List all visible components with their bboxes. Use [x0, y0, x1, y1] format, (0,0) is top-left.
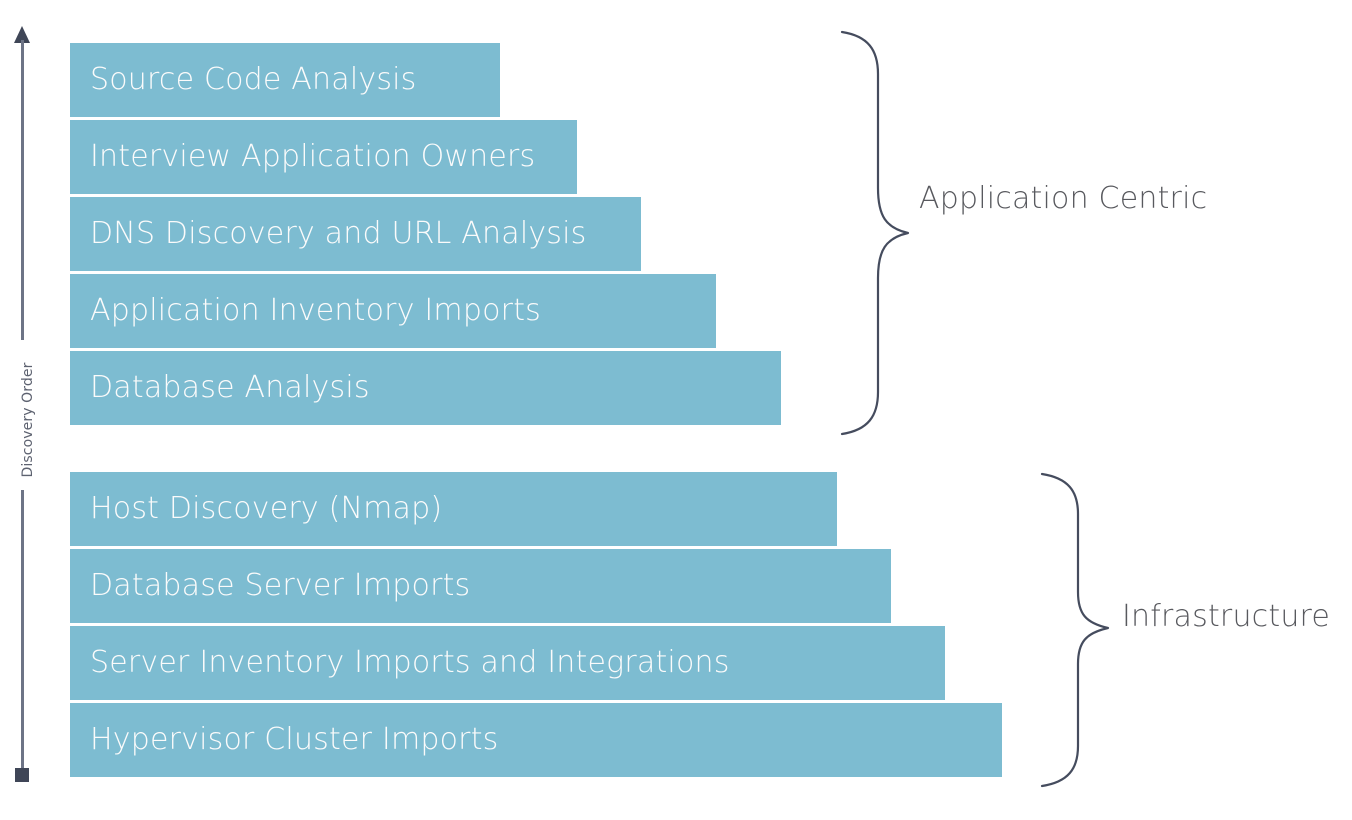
discovery-order-axis: Discovery Order: [0, 0, 60, 820]
bar-server-inventory-imports-and-integrations[interactable]: Server Inventory Imports and Integration…: [70, 626, 945, 700]
bar-label: Host Discovery (Nmap): [90, 491, 443, 526]
bar-label: DNS Discovery and URL Analysis: [90, 216, 587, 251]
bar-database-analysis[interactable]: Database Analysis: [70, 351, 781, 425]
group-label-infrastructure: Infrastructure: [1122, 599, 1331, 634]
bar-label: Database Analysis: [90, 370, 370, 405]
bar-application-inventory-imports[interactable]: Application Inventory Imports: [70, 274, 716, 348]
bar-label: Interview Application Owners: [90, 139, 536, 174]
axis-end-cap-icon: [15, 768, 29, 782]
bar-label: Application Inventory Imports: [90, 293, 541, 328]
bar-label: Hypervisor Cluster Imports: [90, 722, 499, 757]
axis-arrow-up-icon: [14, 26, 30, 43]
brace-infrastructure: [1038, 470, 1118, 790]
bar-host-discovery-nmap[interactable]: Host Discovery (Nmap): [70, 472, 837, 546]
bar-group-infrastructure: Host Discovery (Nmap) Database Server Im…: [70, 472, 1002, 777]
brace-application-centric: [838, 28, 918, 438]
bar-label: Server Inventory Imports and Integration…: [90, 645, 730, 680]
axis-line-lower: [21, 490, 24, 768]
bar-group-application-centric: Source Code Analysis Interview Applicati…: [70, 43, 781, 425]
bar-interview-application-owners[interactable]: Interview Application Owners: [70, 120, 577, 194]
bar-hypervisor-cluster-imports[interactable]: Hypervisor Cluster Imports: [70, 703, 1002, 777]
bar-dns-discovery-and-url-analysis[interactable]: DNS Discovery and URL Analysis: [70, 197, 641, 271]
bar-label: Database Server Imports: [90, 568, 471, 603]
axis-line-upper: [21, 40, 24, 340]
bar-database-server-imports[interactable]: Database Server Imports: [70, 549, 891, 623]
axis-label: Discovery Order: [20, 362, 36, 478]
bar-source-code-analysis[interactable]: Source Code Analysis: [70, 43, 500, 117]
bar-label: Source Code Analysis: [90, 62, 417, 97]
group-label-application-centric: Application Centric: [919, 181, 1208, 216]
